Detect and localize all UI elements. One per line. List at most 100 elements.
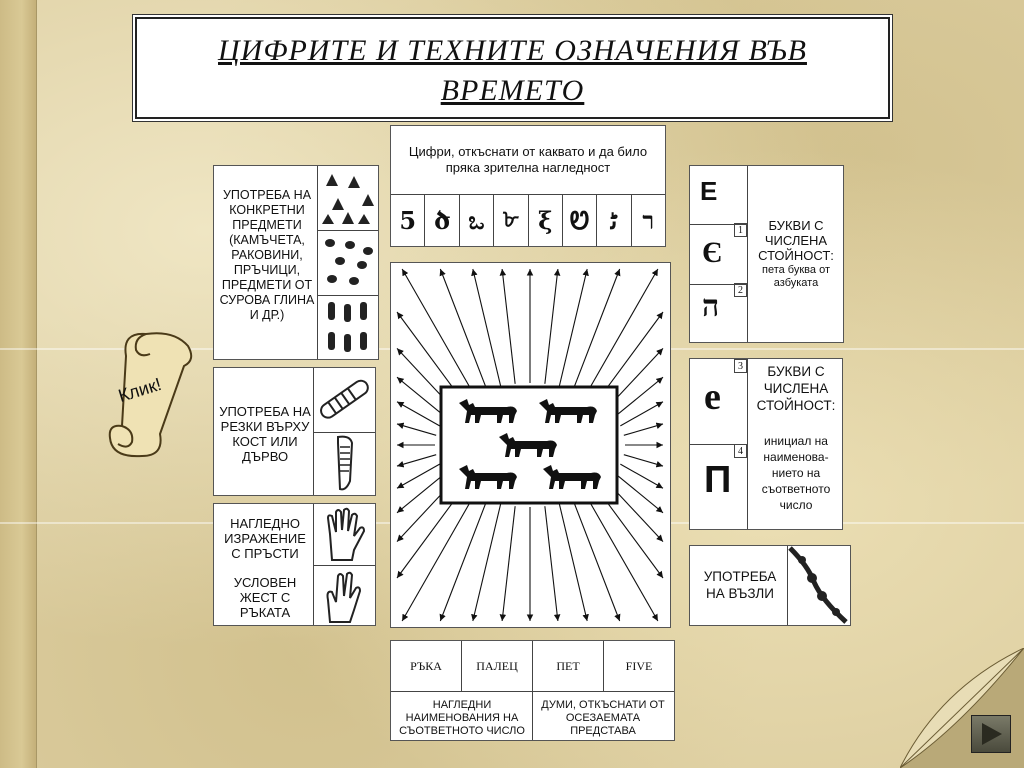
number-badge: 4	[734, 444, 747, 458]
letters-sub-2: инициал на наименова-нието на съответнот…	[761, 434, 831, 512]
ray-arrow	[585, 494, 659, 622]
ray-arrow	[544, 506, 561, 622]
letters-panel-1: E Є ה 1 2 БУКВИ С ЧИСЛЕНА СТОЙНОСТ: пета…	[689, 165, 844, 343]
digits-caption: Цифри, откъснати от каквато и да било пр…	[408, 144, 648, 175]
ray-arrow	[401, 494, 475, 622]
word-cell: ПЕТ	[532, 641, 603, 691]
sticks-icon	[328, 302, 367, 352]
divider	[313, 432, 375, 433]
letter-e: E	[700, 176, 718, 206]
ray-arrow	[396, 463, 440, 489]
notched-bone-icon	[320, 379, 369, 419]
knotted-rope-icon	[788, 546, 848, 624]
fingers-panel: НАГЛЕДНО ИЗРАЖЕНИЕ С ПРЪСТИ УСЛОВЕН ЖЕСТ…	[213, 503, 376, 626]
title-box: ЦИФРИТЕ И ТЕХНИТЕ ОЗНАЧЕНИЯ ВЪВ ВРЕМЕТО	[135, 17, 890, 119]
page-title: ЦИФРИТЕ И ТЕХНИТЕ ОЗНАЧЕНИЯ ВЪВ ВРЕМЕТО	[218, 34, 807, 107]
concrete-objects-panel: УПОТРЕБА НА КОНКРЕТНИ ПРЕДМЕТИ (камъчета…	[213, 165, 379, 360]
ray-arrow	[623, 422, 664, 436]
divider	[317, 166, 318, 359]
sunburst-panel	[390, 262, 671, 628]
letters-heading-1: БУКВИ С ЧИСЛЕНА СТОЙНОСТ:	[758, 218, 834, 263]
ray-arrow	[439, 500, 488, 622]
divider	[391, 194, 665, 195]
open-hand-icon	[326, 507, 366, 561]
digit-glyph: ﮢ	[596, 195, 630, 246]
ray-arrow	[572, 268, 621, 390]
divider	[317, 230, 378, 231]
word-cell: ПАЛЕЦ	[461, 641, 532, 691]
number-badge: 2	[734, 283, 747, 297]
digit-glyph: 5	[399, 206, 417, 235]
notched-stick-icon	[337, 435, 354, 491]
fingers-label-bottom: УСЛОВЕН ЖЕСТ С РЪКАТА	[233, 575, 297, 620]
next-slide-button[interactable]	[971, 715, 1011, 753]
notches-panel: УПОТРЕБА НА РЕЗКИ ВЪРХУ КОСТ ИЛИ ДЪРВО	[213, 367, 376, 496]
scroll-button[interactable]	[104, 326, 196, 462]
letters-sub-1: пета буква от азбуката	[762, 264, 830, 289]
knots-panel: УПОТРЕБА НА ВЪЗЛИ	[689, 545, 851, 626]
ray-arrow	[499, 506, 516, 622]
digit-glyph: ಒ	[458, 195, 493, 246]
ray-arrow	[396, 454, 437, 468]
bull-icon	[539, 399, 597, 423]
divider	[313, 368, 314, 495]
concrete-objects-label: УПОТРЕБА НА КОНКРЕТНИ ПРЕДМЕТИ (камъчета…	[219, 188, 315, 322]
divider	[747, 166, 748, 342]
bull-icon	[459, 399, 517, 423]
ray-arrow	[620, 463, 664, 489]
notches-label: УПОТРЕБА НА РЕЗКИ ВЪРХУ КОСТ ИЛИ ДЪРВО	[219, 404, 311, 464]
ray-arrow	[544, 268, 561, 384]
ray-arrow	[558, 268, 589, 387]
ray-arrow	[558, 503, 589, 622]
play-triangle-icon	[982, 723, 1002, 745]
ray-arrow	[396, 401, 440, 427]
number-badge: 1	[734, 223, 747, 237]
digit-glyph: ר	[630, 195, 665, 246]
words-left-caption: НАГЛЕДНИ НАИМЕНОВАНИЯ НА СЪОТВЕТНОТО ЧИС…	[399, 699, 525, 737]
ray-arrow	[620, 401, 664, 427]
bull-icon	[459, 465, 517, 489]
letters-panel-2: e П 3 4 БУКВИ С ЧИСЛЕНА СТОЙНОСТ: инициа…	[689, 358, 843, 530]
gesture-hand-icon	[326, 571, 362, 623]
sunburst-rays	[396, 268, 664, 622]
bull-icon	[499, 433, 557, 457]
digit-glyph: ξ	[527, 195, 562, 246]
ray-arrow	[623, 454, 664, 468]
divider	[313, 504, 314, 625]
word-cell: FIVE	[603, 641, 674, 691]
ray-arrow	[471, 503, 502, 622]
divider	[787, 546, 788, 625]
letter-hebrew-he: ה	[702, 290, 720, 323]
digits-panel: Цифри, откъснати от каквато и да било пр…	[390, 125, 666, 247]
knots-label: УПОТРЕБА НА ВЪЗЛИ	[703, 569, 777, 601]
ray-arrow	[439, 268, 488, 390]
letter-cyrillic-e-small: e	[704, 376, 721, 418]
word-cell: РЪКА	[410, 658, 442, 673]
ray-arrow	[396, 376, 446, 418]
ray-arrow	[572, 500, 621, 622]
digit-glyph: Ꮼ	[561, 195, 596, 246]
divider	[690, 224, 747, 225]
ray-arrow	[499, 268, 516, 384]
ray-arrow	[614, 472, 664, 514]
ray-arrow	[471, 268, 502, 387]
letter-pe: П	[704, 459, 732, 501]
divider	[747, 359, 748, 529]
letters-heading-2: БУКВИ С ЧИСЛЕНА СТОЙНОСТ:	[756, 364, 836, 413]
shells-icon	[325, 239, 373, 285]
fingers-label-top: НАГЛЕДНО ИЗРАЖЕНИЕ С ПРЪСТИ	[224, 516, 306, 561]
ray-arrow	[585, 268, 659, 396]
divider	[532, 641, 533, 740]
digit-glyph: ৮	[493, 195, 527, 246]
divider	[317, 295, 378, 296]
divider	[690, 284, 747, 285]
words-right-caption: ДУМИ, ОТКЪСНАТИ ОТ ОСЕЗАЕМАТА ПРЕДСТАВА	[541, 699, 665, 737]
number-badge: 3	[734, 359, 747, 373]
divider	[690, 444, 747, 445]
ray-arrow	[614, 376, 664, 418]
bull-icon	[543, 465, 601, 489]
left-margin-strip	[0, 0, 37, 768]
